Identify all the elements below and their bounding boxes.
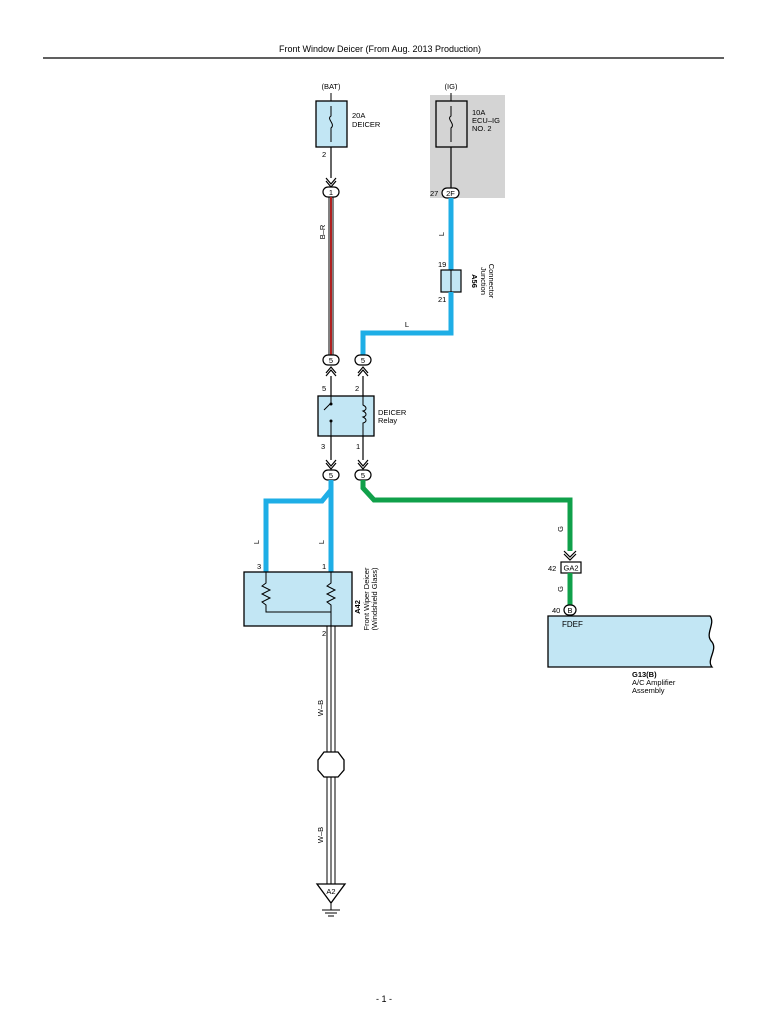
connector-5-d-label: 5 — [361, 471, 365, 480]
wire-g-label-1: G — [556, 526, 565, 532]
page-number: - 1 - — [376, 994, 392, 1004]
deicer-pin-1: 1 — [322, 562, 326, 571]
relay-name-1: DEICER — [378, 408, 407, 417]
wire-wb-upper — [326, 626, 336, 752]
ig-source-label: (IG) — [445, 82, 458, 91]
connector-ecu-pin: 27 — [430, 189, 438, 198]
ecu-ig-fuse-rating: 10A — [472, 108, 485, 117]
connector-g13b-label: B — [567, 606, 572, 615]
junction-code: A56 — [470, 274, 479, 288]
ac-amplifier-name-2: Assembly — [632, 686, 665, 695]
relay-pin-5: 5 — [322, 384, 326, 393]
fuse-symbol-icon — [449, 106, 453, 142]
wire-l-pin3-label: L — [252, 540, 261, 544]
relay-pin-3: 3 — [321, 442, 325, 451]
ecu-ig-fuse — [435, 100, 468, 148]
connector-c1-label: 1 — [329, 188, 333, 197]
wire-l-ig-label: L — [437, 232, 446, 236]
deicer-fuse-rating: 20A — [352, 111, 365, 120]
connector-arrow-icon — [357, 459, 369, 470]
deicer-fuse-pin: 2 — [322, 150, 326, 159]
resistor-icon — [260, 572, 331, 613]
deicer-relay — [317, 395, 375, 437]
wire-br-label: B–R — [318, 224, 327, 239]
connector-arrow-icon — [563, 550, 577, 561]
connector-5-a — [322, 354, 340, 366]
relay-coil-icon — [361, 396, 367, 436]
wire-g-to-amplifier — [360, 480, 573, 551]
wire-g-label-2: G — [556, 586, 565, 592]
ground-code: A2 — [326, 887, 335, 896]
connector-5-b-label: 5 — [361, 356, 365, 365]
deicer-fuse-name: DEICER — [352, 120, 381, 129]
wire-wb-label-1: W–B — [316, 700, 325, 716]
deicer-fuse — [315, 100, 348, 148]
deicer-pin-2: 2 — [322, 629, 326, 638]
deicer-name-2: (Windshield Glass) — [370, 567, 379, 630]
junction-name-1: Junction — [479, 267, 488, 295]
junction-pin-in: 19 — [438, 260, 446, 269]
connector-arrow-icon — [357, 366, 369, 377]
wire-l-to-deicer-pin3 — [263, 480, 334, 572]
connector-arrow-icon — [325, 177, 337, 188]
relay-pin-1: 1 — [356, 442, 360, 451]
connector-arrow-icon — [325, 459, 337, 470]
deicer-code: A42 — [353, 600, 362, 614]
deicer-pin-3: 3 — [257, 562, 261, 571]
wire-br — [328, 197, 334, 355]
connector-arrow-icon — [325, 366, 337, 377]
deicer-name-1: Front Wiper Deicer — [362, 567, 371, 630]
resistor-icon — [325, 572, 337, 626]
wire-l-junction-label: L — [405, 320, 409, 329]
connector-g13b-pin: 40 — [552, 606, 560, 615]
connector-ecu-2f-label: 2F — [446, 189, 455, 198]
ecu-ig-fuse-name-2: NO. 2 — [472, 124, 492, 133]
ecu-ig-fuse-name-1: ECU–IG — [472, 116, 500, 125]
wire-l-junction-to-relay — [360, 292, 454, 357]
ac-amplifier-name-1: A/C Amplifier — [632, 678, 676, 687]
diagram-title: Front Window Deicer (From Aug. 2013 Prod… — [279, 44, 481, 54]
wire-l-pin1-label: L — [317, 540, 326, 544]
connector-g13b — [563, 604, 577, 616]
ac-amplifier-box — [547, 615, 715, 668]
ground-icon — [322, 903, 340, 917]
wire-wb-lower — [326, 777, 336, 884]
ac-amplifier-code: G13(B) — [632, 670, 657, 679]
splice-point-icon — [317, 751, 345, 778]
front-wiper-deicer — [243, 571, 353, 627]
wire-wb-label-2: W–B — [316, 827, 325, 843]
fuse-symbol-icon — [329, 106, 333, 142]
relay-pin-2: 2 — [355, 384, 359, 393]
connector-5-c-label: 5 — [329, 471, 333, 480]
bat-source-label: (BAT) — [321, 82, 341, 91]
front-wiper-deicer-box — [243, 571, 353, 627]
connector-ga2-label: GA2 — [563, 564, 578, 573]
junction-pin-out: 21 — [438, 295, 446, 304]
ground-point-a2 — [315, 883, 347, 905]
connector-ga2-pin: 42 — [548, 564, 556, 573]
junction-name-2: Connector — [487, 264, 496, 299]
ac-amplifier-terminal: FDEF — [562, 620, 583, 629]
relay-name-2: Relay — [378, 416, 397, 425]
connector-5-a-label: 5 — [329, 356, 333, 365]
connector-5-b — [354, 354, 372, 366]
